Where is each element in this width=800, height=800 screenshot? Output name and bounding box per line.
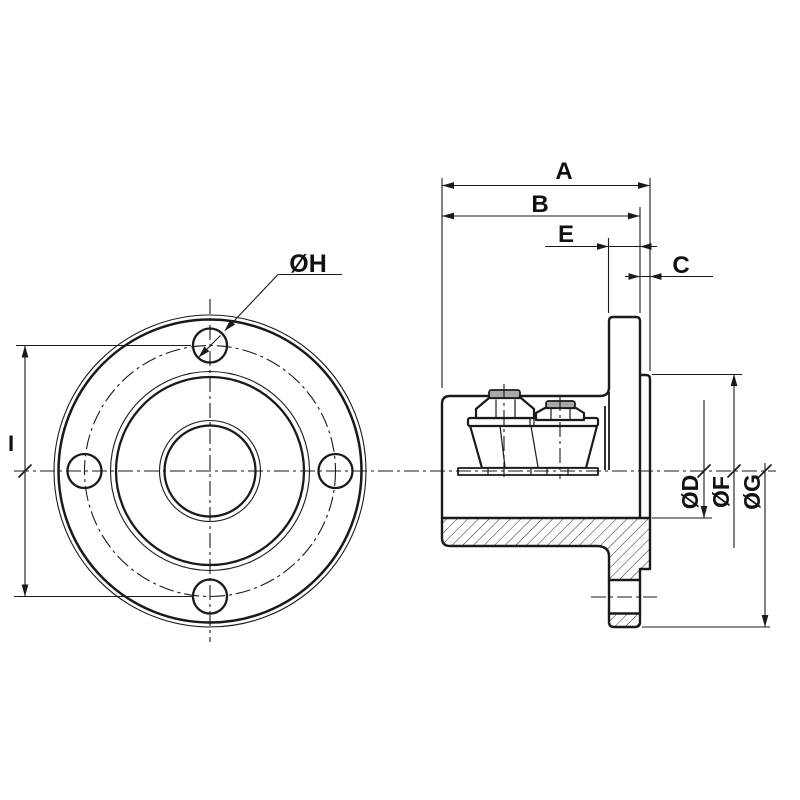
spigot-outline xyxy=(638,373,652,520)
centerlines xyxy=(14,299,776,642)
label-body-length: B xyxy=(531,191,548,218)
label-spigot-length: C xyxy=(672,252,689,279)
label-flange-thickness: E xyxy=(558,221,574,248)
label-bore-diameter: ØD xyxy=(677,475,703,510)
label-hole-diameter: ØH xyxy=(289,250,327,278)
hex-nut-2 xyxy=(534,406,586,422)
label-spigot-diameter: ØF xyxy=(708,476,734,508)
label-overall-length: A xyxy=(555,158,572,185)
boss-cone-edge xyxy=(530,425,539,468)
stud-boss xyxy=(467,420,600,470)
dimension-lines xyxy=(24,184,766,627)
label-bolt-span: I xyxy=(8,431,14,456)
hub-barrel-outline xyxy=(440,386,611,520)
extension-lines xyxy=(14,178,770,628)
dimension-annotations: A B E C ØH I ØD ØF ØG xyxy=(8,158,772,628)
dimension-arrowheads xyxy=(21,182,769,627)
section-rim xyxy=(607,612,642,629)
side-view xyxy=(440,315,652,629)
centerline-ticks xyxy=(18,464,772,478)
flange-plate-outline xyxy=(607,315,642,520)
label-outside-diameter: ØG xyxy=(739,474,765,510)
hex-nut-1 xyxy=(474,396,536,420)
section-main xyxy=(440,516,652,582)
boss-cone-edge xyxy=(499,425,506,468)
